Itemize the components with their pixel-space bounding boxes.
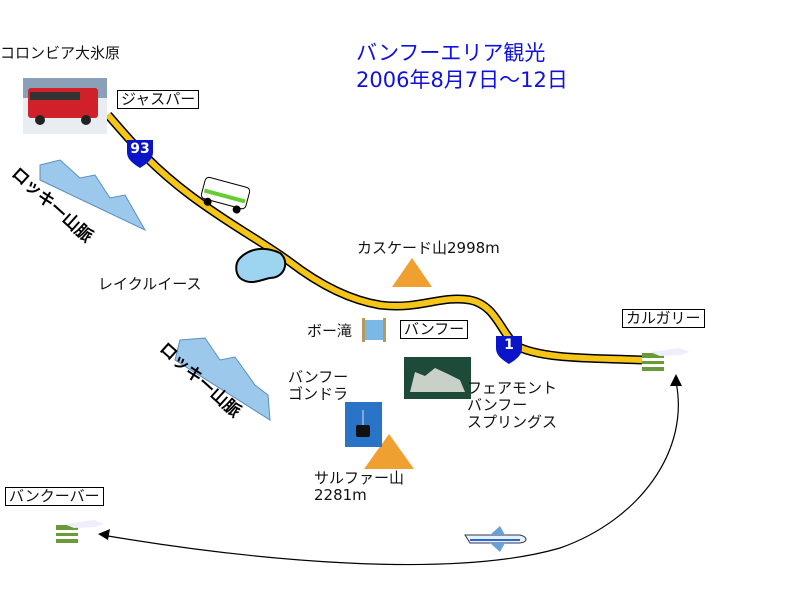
title-line-1: バンフーエリア観光 — [356, 41, 546, 65]
banff-label[interactable]: バンフー — [400, 320, 469, 339]
calgary-airport-icon — [642, 348, 690, 371]
bus-icon — [200, 176, 251, 214]
vancouver-label[interactable]: バンクーバー — [5, 487, 104, 506]
bow-falls-icon — [362, 318, 386, 342]
airplane-icon — [464, 526, 527, 552]
fairmont-label-line-1: フェアモント — [467, 379, 558, 397]
sulphur-mountain-icon — [364, 434, 414, 469]
fairmont-label-line-2: バンフー — [467, 396, 528, 414]
snowcoach-photo — [23, 78, 107, 134]
bow-falls-label: ボー滝 — [307, 322, 353, 340]
fairmont-label-line-3: スプリングス — [467, 413, 558, 431]
rocky-mountains-north-icon — [39, 159, 147, 232]
cascade-mountain-icon — [392, 258, 432, 287]
rocky-mountains-south-icon — [174, 337, 271, 421]
sulphur-label-line-2: 2281m — [314, 486, 367, 504]
lake-louise-label: レイクルイース — [98, 275, 202, 293]
sulphur-mountain-label: サルファー山 2281m — [314, 470, 404, 504]
fairmont-hotel-photo — [404, 357, 471, 399]
highway-93-label: 93 — [130, 141, 150, 157]
page-title: バンフーエリア観光 2006年8月7日～12日 — [356, 40, 568, 94]
title-line-2: 2006年8月7日～12日 — [356, 68, 568, 92]
sulphur-label-line-1: サルファー山 — [314, 469, 405, 487]
gondola-label-line-1: バンフー — [288, 368, 349, 386]
cascade-mountain-label: カスケード山2998m — [357, 239, 500, 257]
vancouver-airport-icon — [56, 520, 104, 543]
columbia-icefield-label: コロンビア大氷原 — [0, 44, 121, 62]
highway-1-label: 1 — [504, 337, 514, 353]
jasper-label[interactable]: ジャスパー — [117, 90, 200, 109]
fairmont-label: フェアモント バンフー スプリングス — [467, 380, 557, 431]
gondola-label-line-2: ゴンドラ — [288, 385, 349, 403]
gondola-label: バンフー ゴンドラ — [288, 369, 348, 403]
flight-route-arrow — [101, 381, 679, 566]
highway-1-shield-icon — [496, 336, 522, 364]
highway-93-shield-icon — [127, 140, 153, 168]
gondola-photo — [345, 402, 382, 447]
calgary-label[interactable]: カルガリー — [622, 309, 705, 328]
lake-louise-icon — [235, 247, 287, 284]
